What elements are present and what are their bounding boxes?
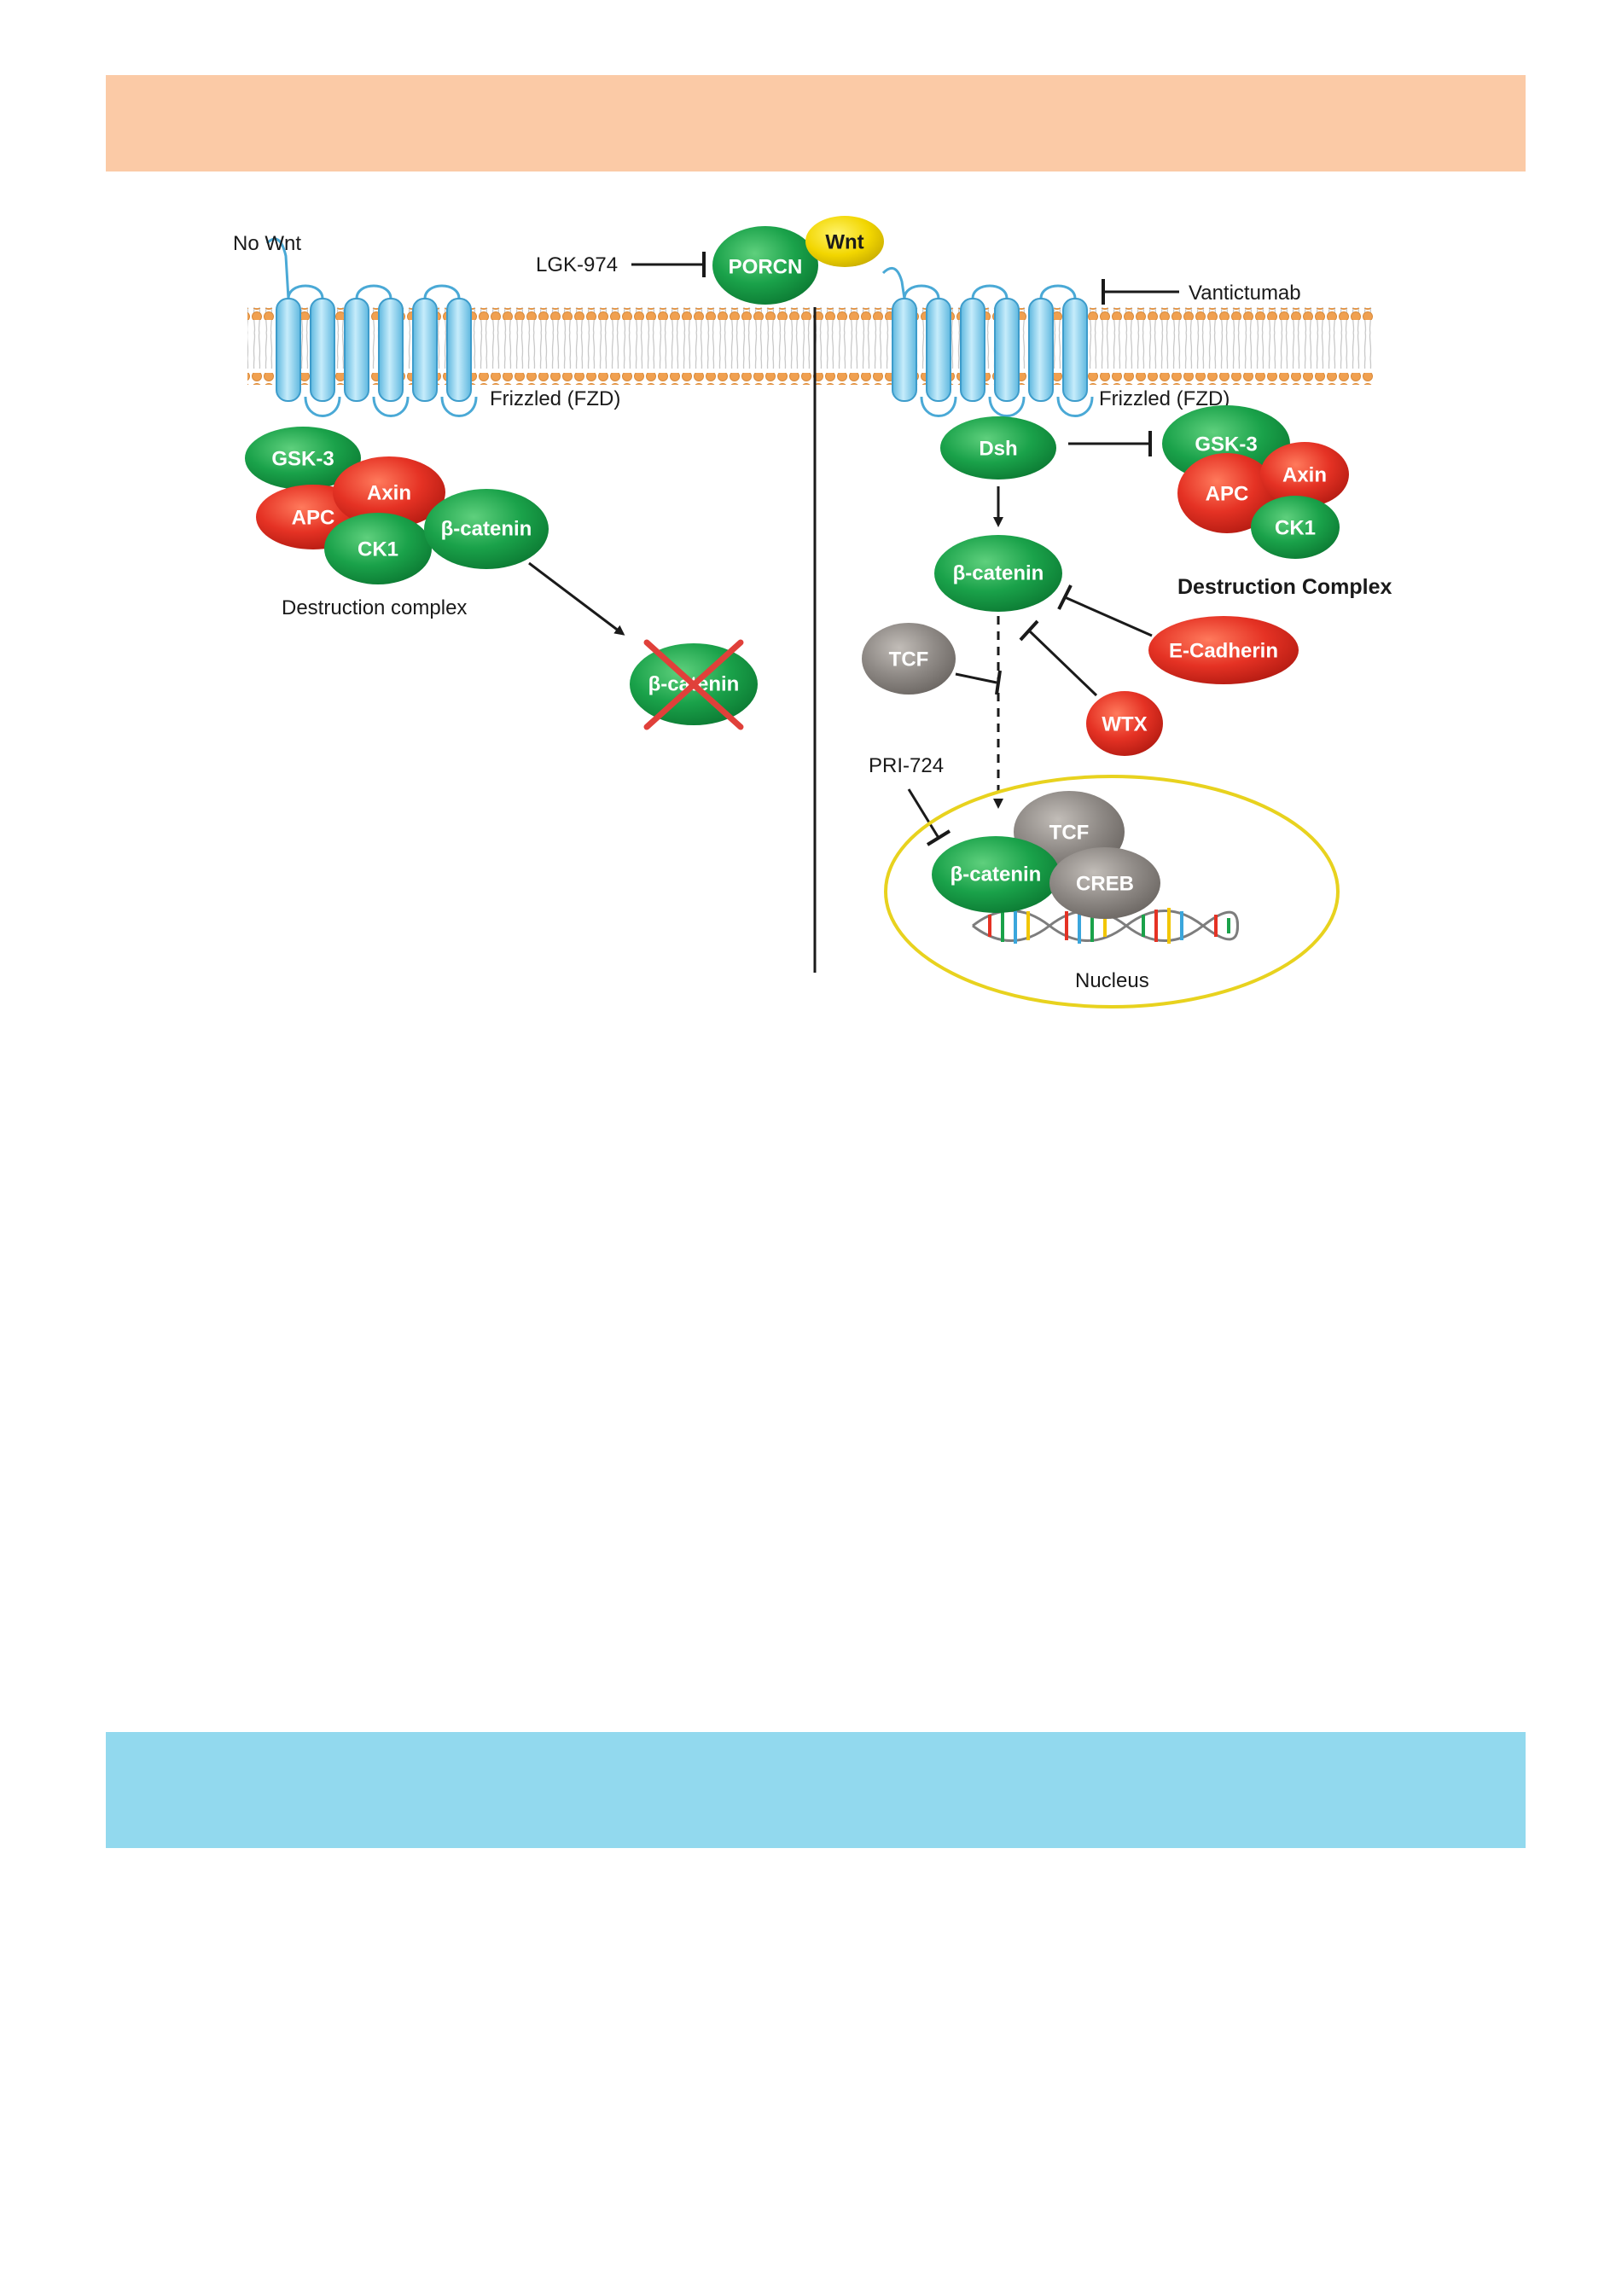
pri724-label: PRI-724 xyxy=(869,754,944,777)
frizzled-left-label: Frizzled (FZD) xyxy=(490,387,620,410)
tcf-protein-cytoplasm: TCF xyxy=(862,623,956,695)
gsk3-protein-left: GSK-3 xyxy=(245,427,361,490)
svg-text:WTX: WTX xyxy=(1102,713,1147,736)
destruction-complex-left: GSK-3 APC Axin CK1 β-catenin xyxy=(245,427,549,584)
destruction-complex-left-label: Destruction complex xyxy=(282,596,467,619)
wtx-protein: WTX xyxy=(1086,691,1163,756)
svg-text:GSK-3: GSK-3 xyxy=(1195,433,1257,456)
degradation-arrow xyxy=(528,561,625,636)
bcatenin-protein-right: β-catenin xyxy=(934,535,1062,612)
nucleus-label: Nucleus xyxy=(1075,969,1149,992)
pri724-inhibition-line xyxy=(907,788,951,846)
svg-text:TCF: TCF xyxy=(1049,822,1090,845)
apc-protein-right: APC xyxy=(1177,453,1276,533)
tcf-inhibition-line xyxy=(955,670,1002,695)
ecadherin-protein: E-Cadherin xyxy=(1148,616,1299,684)
destruction-complex-right: GSK-3 APC Axin CK1 xyxy=(1162,405,1349,559)
dna-helix xyxy=(972,908,1239,944)
svg-text:β-catenin: β-catenin xyxy=(441,518,532,541)
creb-protein: CREB xyxy=(1049,847,1160,919)
wtx-inhibition-line xyxy=(1019,619,1098,697)
no-wnt-label: No Wnt xyxy=(233,232,301,255)
vantictumab-label: Vantictumab xyxy=(1189,282,1301,305)
svg-text:GSK-3: GSK-3 xyxy=(271,448,334,471)
svg-text:CK1: CK1 xyxy=(1275,517,1316,540)
vantictumab-inhibition-line xyxy=(1102,279,1179,305)
ck1-protein-left: CK1 xyxy=(324,513,432,584)
degraded-bcatenin: β-catenin xyxy=(630,639,758,730)
svg-text:CK1: CK1 xyxy=(358,538,398,561)
bcatenin-protein-nucleus: β-catenin xyxy=(932,836,1060,913)
svg-text:CREB: CREB xyxy=(1076,873,1134,896)
bcatenin-protein-left: β-catenin xyxy=(424,489,549,569)
svg-text:Dsh: Dsh xyxy=(979,438,1017,461)
svg-text:β-catenin: β-catenin xyxy=(953,562,1044,585)
footer-band xyxy=(106,1732,1526,1848)
header-band xyxy=(106,75,1526,171)
svg-text:PORCN: PORCN xyxy=(729,256,803,279)
ck1-protein-right: CK1 xyxy=(1251,496,1340,559)
frizzled-right-label: Frizzled (FZD) xyxy=(1099,387,1230,410)
porcn-protein: PORCN xyxy=(712,226,818,305)
ecadherin-inhibition-line xyxy=(1057,584,1153,637)
dsh-inhibition-line xyxy=(1068,431,1152,456)
lgk974-label: LGK-974 xyxy=(536,253,618,276)
destruction-complex-right-label: Destruction Complex xyxy=(1177,575,1392,599)
wnt-protein: Wnt xyxy=(805,216,884,267)
axin-protein-right: Axin xyxy=(1260,442,1349,507)
svg-text:E-Cadherin: E-Cadherin xyxy=(1169,640,1278,663)
svg-text:TCF: TCF xyxy=(889,648,929,671)
svg-text:APC: APC xyxy=(1206,483,1249,506)
svg-text:Axin: Axin xyxy=(1282,464,1327,487)
svg-text:APC: APC xyxy=(292,507,335,530)
dsh-protein: Dsh xyxy=(940,416,1056,480)
frizzled-receptor-right xyxy=(881,266,1094,417)
svg-text:β-catenin: β-catenin xyxy=(951,863,1042,886)
svg-text:Wnt: Wnt xyxy=(825,231,863,254)
lgk974-inhibition-line xyxy=(631,252,706,277)
nucleus-outline xyxy=(884,775,1340,1008)
axin-protein-left: Axin xyxy=(333,456,445,528)
frizzled-receptor-left xyxy=(265,237,478,417)
svg-text:Axin: Axin xyxy=(367,482,411,505)
